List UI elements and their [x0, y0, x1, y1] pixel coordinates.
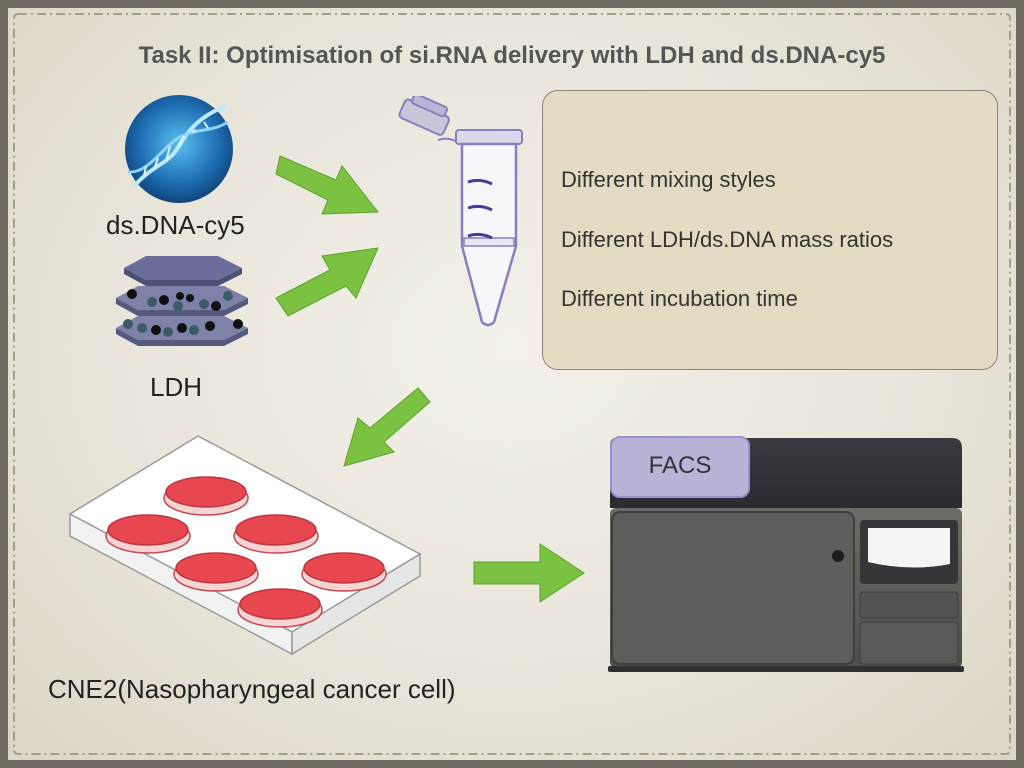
arrow-ldh-to-tube-icon [275, 247, 379, 317]
tube-icon [398, 96, 523, 327]
condition-mixing-styles: Different mixing styles [561, 167, 776, 192]
ldh-layers-icon [116, 256, 248, 346]
slide: Task II: Optimisation of si.RNA delivery… [8, 8, 1016, 760]
conditions-panel: Different mixing styles Different LDH/ds… [542, 90, 998, 370]
slide-border [13, 13, 1011, 755]
cells-label: CNE2(Nasopharyngeal cancer cell) [48, 674, 456, 704]
arrow-plate-to-facs-icon [473, 543, 585, 603]
arrow-tube-to-plate-icon [343, 387, 431, 467]
condition-mass-ratios: Different LDH/ds.DNA mass ratios [561, 227, 894, 252]
dsdna-label: ds.DNA-cy5 [106, 210, 245, 240]
wells [105, 476, 387, 628]
ldh-label: LDH [150, 372, 203, 402]
well-plate-icon [68, 435, 422, 656]
facs-label: FACS [648, 452, 712, 479]
dna-helix-icon [125, 95, 233, 203]
page-title: Task II: Optimisation of si.RNA delivery… [138, 42, 886, 69]
condition-incubation-time: Different incubation time [561, 286, 798, 311]
facs-label-box: FACS [610, 436, 750, 498]
arrow-dsdna-to-tube-icon [275, 155, 379, 215]
